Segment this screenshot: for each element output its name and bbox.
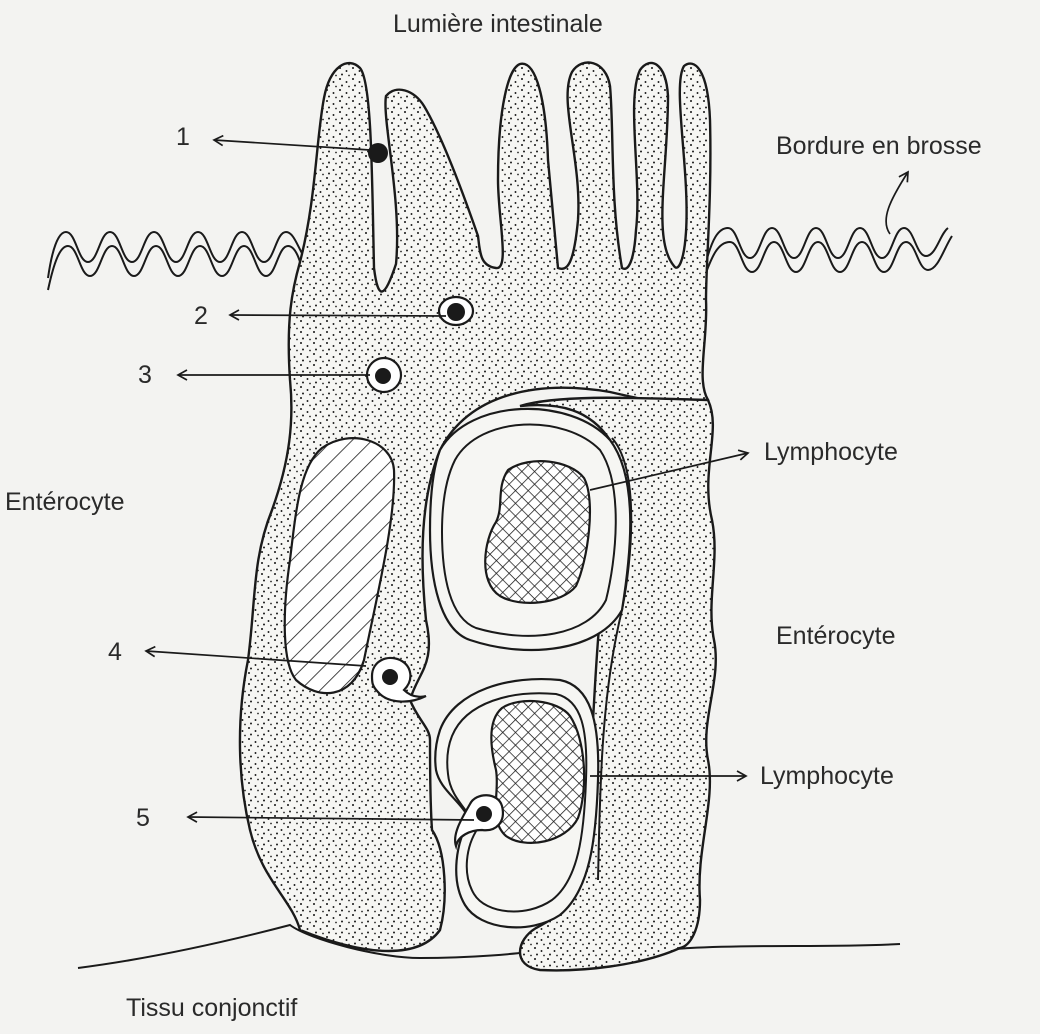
lymphocyte-upper xyxy=(430,409,630,650)
brush-border-right xyxy=(704,228,952,278)
particle-3 xyxy=(367,358,401,392)
arrow-2 xyxy=(230,315,446,316)
label-brush-border: Bordure en brosse xyxy=(776,134,982,159)
label-number-1: 1 xyxy=(176,125,190,150)
label-number-4: 4 xyxy=(108,640,122,665)
lymphocyte-lower xyxy=(435,679,598,927)
particle-1 xyxy=(368,143,388,163)
basement-line xyxy=(78,925,900,968)
particle-2 xyxy=(439,297,473,325)
label-number-3: 3 xyxy=(138,363,152,388)
diagram-title: Lumière intestinale xyxy=(393,12,603,37)
label-connective-tissue: Tissu conjonctif xyxy=(126,996,297,1021)
label-lymphocyte-top: Lymphocyte xyxy=(764,440,898,465)
label-lymphocyte-bottom: Lymphocyte xyxy=(760,764,894,789)
brush-border-left xyxy=(48,232,310,290)
label-enterocyte-left: Entérocyte xyxy=(5,490,125,515)
label-number-2: 2 xyxy=(194,304,208,329)
arrow-brush-border xyxy=(886,172,908,234)
label-enterocyte-right: Entérocyte xyxy=(776,624,896,649)
label-number-5: 5 xyxy=(136,806,150,831)
